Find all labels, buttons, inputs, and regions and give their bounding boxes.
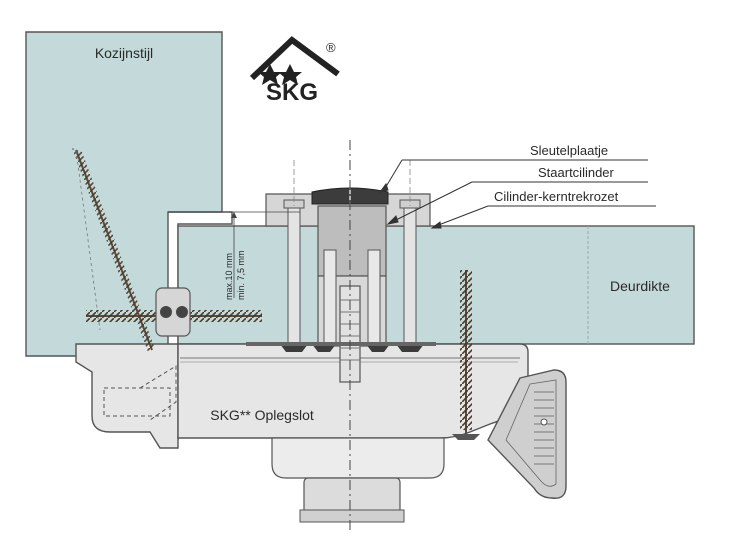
rosette-label: Cilinder-kerntrekrozet [494, 189, 619, 204]
key-plate-label: Sleutelplaatje [530, 143, 608, 158]
dimension-min-label: min. 7,5 mm [236, 250, 246, 300]
door-leaf [177, 225, 695, 345]
tail-cylinder-label: Staartcilinder [538, 165, 615, 180]
handle-lever [487, 369, 567, 499]
registered-mark: ® [326, 40, 336, 55]
frame-label: Kozijnstijl [95, 45, 153, 61]
horizontal-screw-right [190, 310, 262, 322]
door-vertical-screw [452, 270, 480, 440]
leader-rosette [430, 205, 656, 229]
leader-key-plate [378, 159, 648, 193]
projection-dimension [228, 211, 300, 298]
rosette-bolts [246, 199, 436, 352]
leader-tail-cylinder [386, 181, 648, 225]
skg-house-two-stars-icon [249, 36, 340, 85]
skg-logo: SKG ® [249, 36, 340, 106]
door-thickness-label: Deurdikte [610, 278, 670, 294]
logo-text: SKG [266, 79, 318, 106]
surface-lock-label: SKG** Oplegslot [210, 407, 314, 423]
tail-cylinder [317, 205, 387, 383]
dimension-max-label: max.10 mm [224, 253, 234, 300]
keeper-bracket [155, 287, 191, 337]
horizontal-screw-left [86, 310, 160, 322]
